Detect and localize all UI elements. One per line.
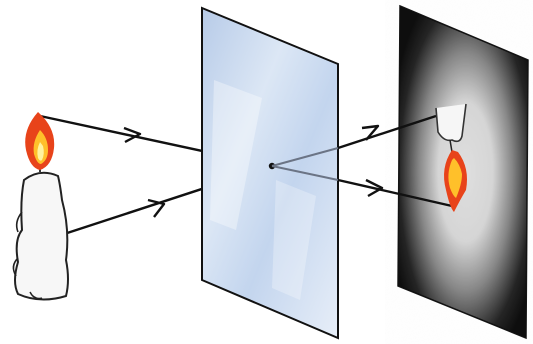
candle-icon — [13, 162, 68, 300]
candle-flame-icon — [25, 112, 54, 170]
lens-plate — [202, 8, 338, 338]
